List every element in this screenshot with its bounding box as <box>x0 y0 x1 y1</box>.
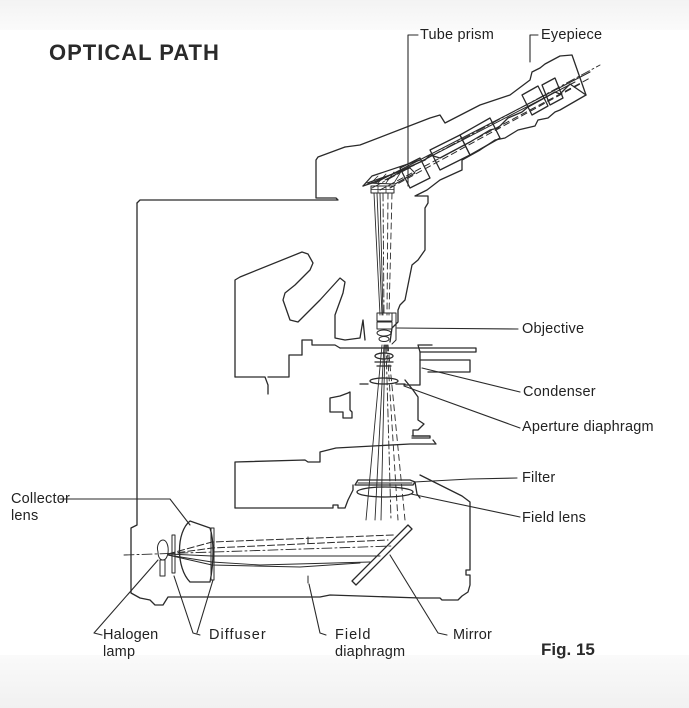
label-collector-lens-line1: Collector <box>11 491 71 507</box>
scan-top-margin <box>0 0 689 30</box>
microscope-arm-outline <box>130 146 471 606</box>
label-diffuser: Diffuser <box>209 627 267 643</box>
label-tube-prism: Tube prism <box>420 27 494 43</box>
leader-eyepiece <box>529 34 539 63</box>
filter-and-field-lens <box>354 479 421 499</box>
figure-number: Fig. 15 <box>541 640 595 659</box>
scan-bottom-margin <box>0 655 689 708</box>
label-objective: Objective <box>522 321 585 337</box>
label-field-lens: Field lens <box>522 510 587 526</box>
label-collector-lens-line2: lens <box>11 508 39 524</box>
leader-halogen-lamp <box>93 559 159 636</box>
label-halogen-lamp-line1: Halogen <box>103 627 159 643</box>
eyepiece-tube-outline <box>344 54 601 343</box>
label-field-diaphragm-line2: diaphragm <box>335 644 406 660</box>
leader-filter <box>413 477 518 483</box>
leader-aperture-diaphragm <box>403 385 521 429</box>
leader-field-diaphragm <box>308 583 327 636</box>
leader-objective <box>396 327 519 330</box>
leader-field-lens <box>410 493 521 518</box>
base-upper-outline <box>234 439 437 509</box>
label-eyepiece: Eyepiece <box>541 27 603 43</box>
leader-tube-prism <box>407 34 419 187</box>
mirror <box>351 524 413 586</box>
leader-diffuser-1 <box>173 575 201 636</box>
vertical-light-path-upper <box>373 192 393 316</box>
label-filter: Filter <box>522 470 556 486</box>
vertical-light-path-lower <box>365 344 406 521</box>
leader-mirror <box>389 554 448 636</box>
diagram-title: OPTICAL PATH <box>49 40 220 65</box>
label-halogen-lamp-line2: lamp <box>103 644 136 660</box>
label-field-diaphragm-line1: Field <box>335 627 372 643</box>
leader-lines <box>59 34 539 636</box>
leader-collector-lens <box>59 498 191 526</box>
label-condenser: Condenser <box>523 384 596 400</box>
condenser-assembly <box>359 352 431 437</box>
label-mirror: Mirror <box>453 627 493 643</box>
lamp-house-optics <box>123 520 395 584</box>
objective-lens <box>376 312 397 345</box>
tube-prism <box>366 167 416 194</box>
focus-block-outline <box>329 391 431 439</box>
label-aperture-diaphragm: Aperture diaphragm <box>522 419 654 435</box>
leader-condenser <box>421 367 521 393</box>
stage-outline <box>234 251 477 395</box>
leader-diffuser-2 <box>196 579 214 634</box>
